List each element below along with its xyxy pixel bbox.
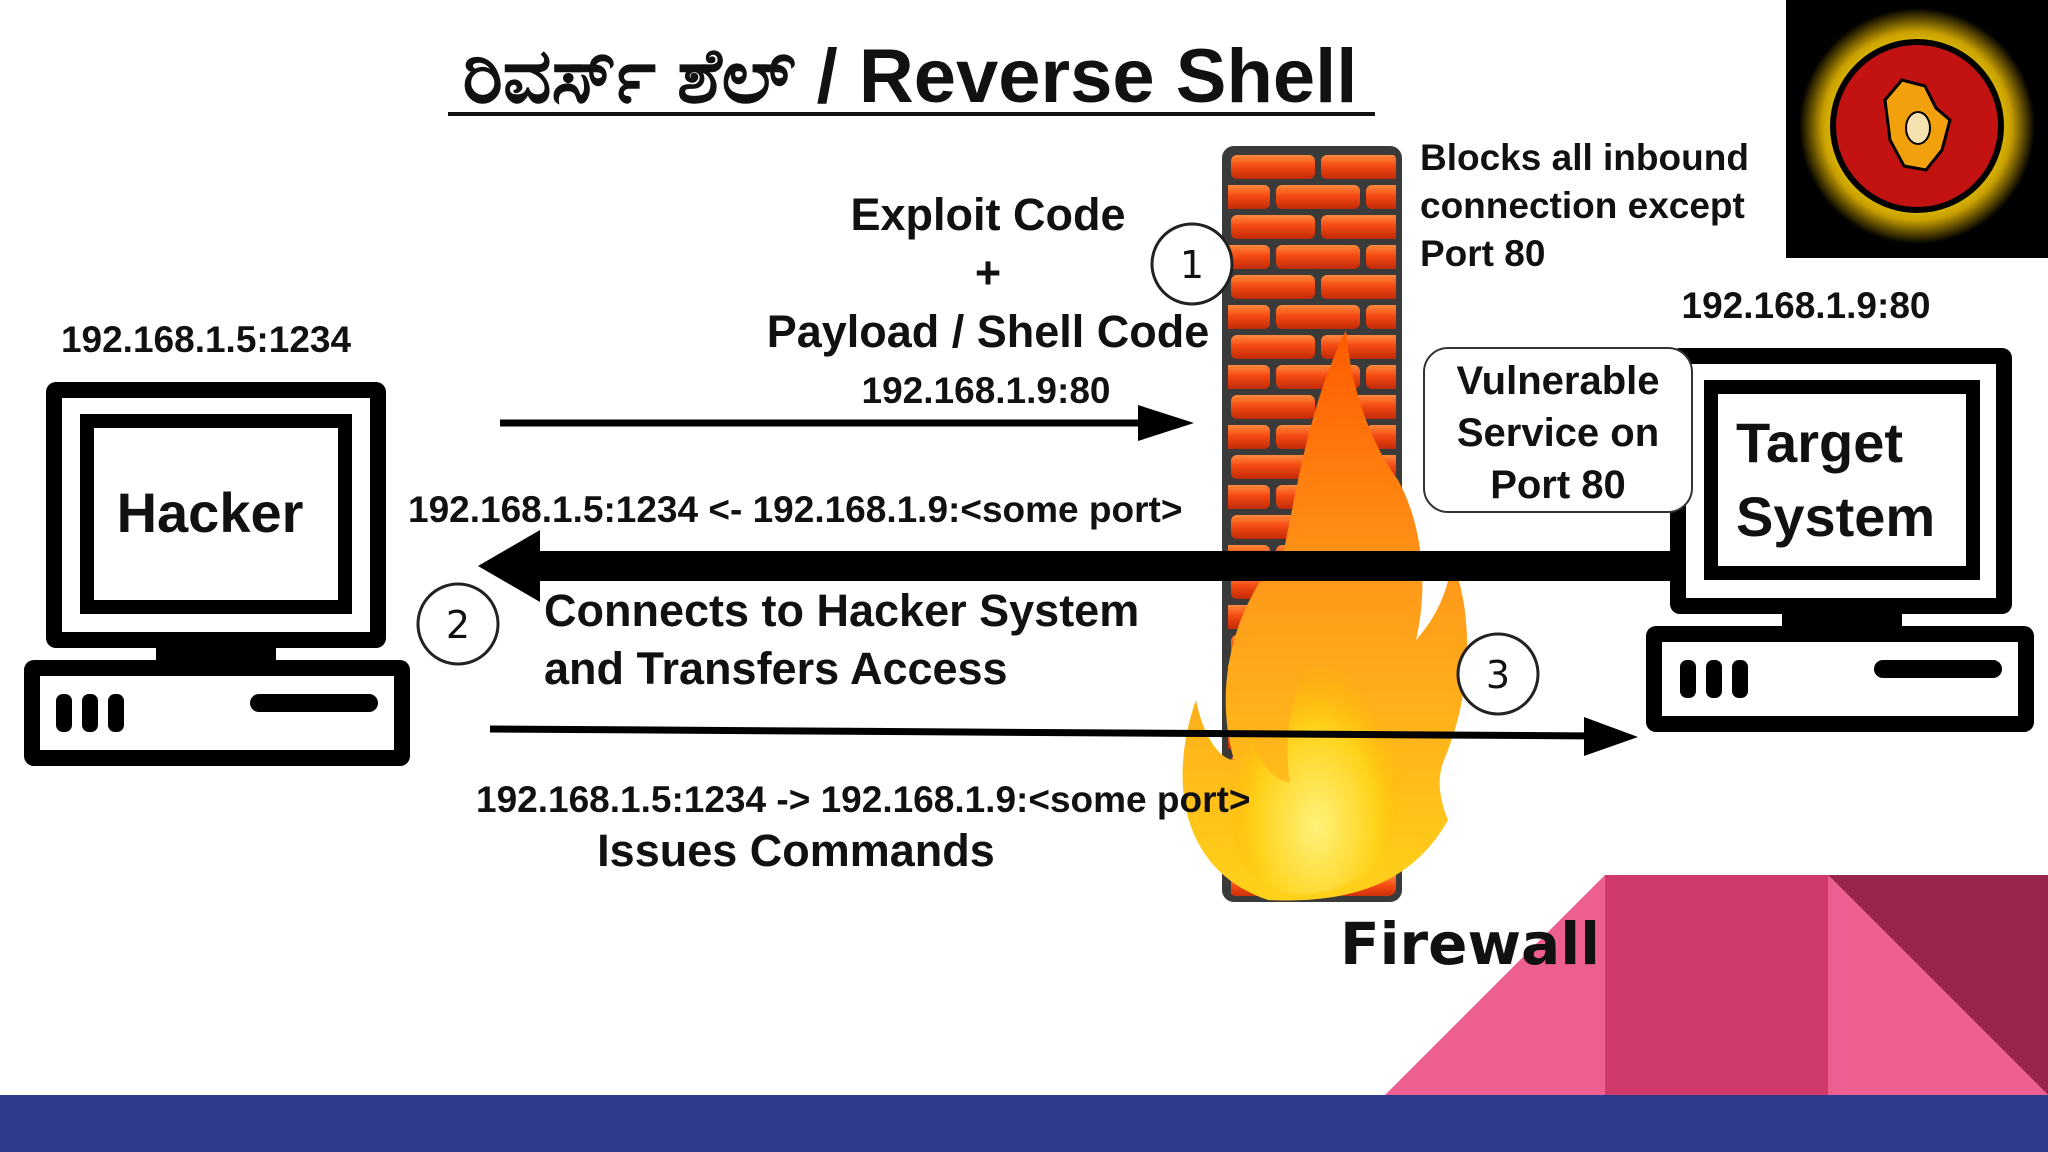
step1-address: 192.168.1.9:80 — [862, 370, 1111, 411]
vulnerable-service-box — [1423, 347, 1693, 513]
target-label-line2: System — [1736, 485, 1935, 548]
step2-line2: and Transfers Access — [544, 643, 1008, 694]
step2-badge — [416, 582, 500, 666]
firewall-label: Firewall — [1340, 910, 1600, 978]
step1-arrow — [500, 405, 1194, 441]
page-title: ರಿವರ್ಸ್ ಶೆಲ್ / Reverse Shell — [463, 34, 1358, 119]
decor-pink-right — [1828, 875, 2048, 1095]
hacker-computer — [24, 382, 410, 766]
logo — [1786, 0, 2048, 258]
step3-connection: 192.168.1.5:1234 -> 192.168.1.9:<some po… — [476, 779, 1250, 820]
step3-arrow — [489, 717, 1638, 756]
step2-arrow — [478, 530, 1674, 602]
step3-label: Issues Commands — [597, 825, 995, 876]
step1-line1: Exploit Code — [850, 189, 1125, 240]
step1-number: 1 — [1180, 243, 1204, 287]
target-label-line1: Target — [1736, 411, 1903, 474]
firewall-note-line2: connection except — [1420, 185, 1745, 226]
decor-pink-mid — [1605, 875, 1830, 1095]
firewall-note-line1: Blocks all inbound — [1420, 137, 1749, 178]
hacker-address: 192.168.1.5:1234 — [61, 319, 352, 360]
step3-number: 3 — [1486, 653, 1510, 697]
target-computer — [1646, 348, 2034, 732]
step1-badge — [1150, 222, 1234, 306]
step3-badge — [1456, 632, 1540, 716]
step2-line1: Connects to Hacker System — [544, 585, 1139, 636]
firewall-note-line3: Port 80 — [1420, 233, 1545, 274]
hacker-label: Hacker — [117, 481, 304, 544]
vulnerable-service-line3: Port 80 — [1490, 463, 1626, 507]
firewall-flames — [1182, 330, 1468, 901]
vulnerable-service-line1: Vulnerable — [1456, 359, 1659, 403]
decor-shapes — [1385, 875, 2048, 1095]
step2-number: 2 — [446, 603, 470, 647]
target-address: 192.168.1.9:80 — [1682, 285, 1931, 326]
bottom-bar — [0, 1095, 2048, 1152]
step1-line3: Payload / Shell Code — [767, 306, 1210, 357]
vulnerable-service-line2: Service on — [1457, 411, 1659, 455]
step2-connection: 192.168.1.5:1234 <- 192.168.1.9:<some po… — [408, 489, 1182, 530]
step1-line2: + — [975, 247, 1001, 298]
